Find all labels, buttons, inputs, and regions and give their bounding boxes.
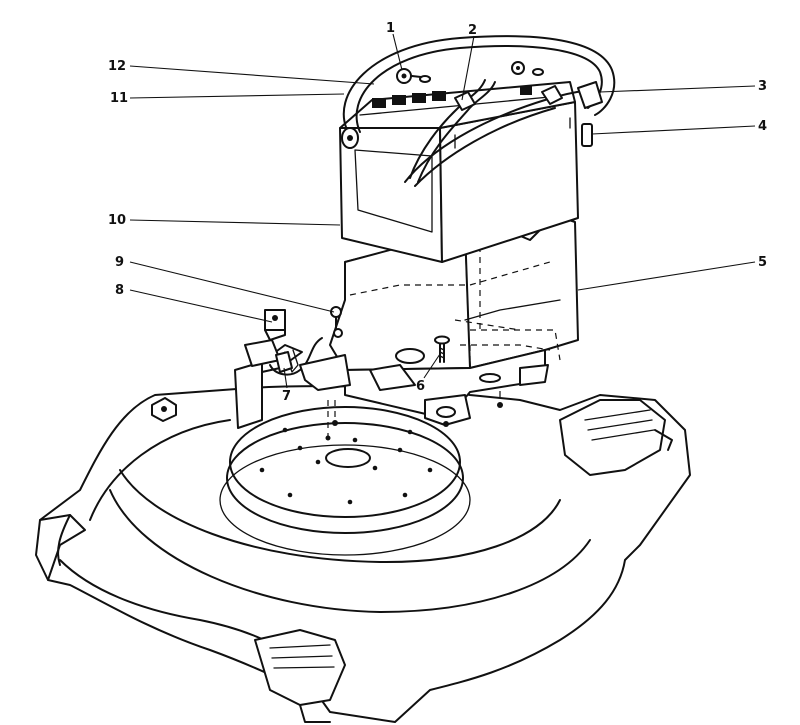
callout-4: 4 — [758, 119, 767, 134]
leader-11 — [129, 93, 345, 99]
mower-deck — [35, 380, 691, 723]
callout-5: 5 — [758, 255, 767, 270]
leader-8 — [129, 289, 273, 323]
leader-9 — [129, 261, 335, 313]
callout-3: 3 — [758, 79, 767, 94]
callout-9: 9 — [115, 255, 124, 270]
battery-strap — [341, 35, 616, 149]
leader-12 — [129, 65, 375, 85]
vent-cap — [581, 123, 593, 147]
switch-assembly — [234, 309, 323, 429]
callout-12: 12 — [108, 59, 126, 74]
leader-7 — [283, 367, 288, 389]
leader-3 — [599, 85, 756, 93]
callout-7: 7 — [282, 389, 291, 404]
callout-1: 1 — [386, 21, 395, 36]
callout-labels: 1 2 3 4 5 6 7 8 9 10 11 12 — [108, 21, 767, 404]
capscrew — [434, 335, 450, 363]
leader-1 — [392, 33, 403, 71]
terminal-boot — [577, 81, 603, 109]
leader-2 — [461, 35, 475, 101]
leader-10 — [129, 219, 341, 226]
callout-10: 10 — [108, 213, 126, 228]
leader-lines — [129, 33, 756, 389]
leader-4 — [591, 125, 756, 135]
callout-2: 2 — [468, 23, 477, 38]
switch-screw — [330, 306, 343, 338]
leader-6 — [423, 353, 441, 379]
terminal-hardware — [396, 61, 544, 84]
callout-11: 11 — [110, 91, 128, 106]
leader-5 — [577, 261, 756, 291]
callout-6: 6 — [416, 379, 425, 394]
callout-8: 8 — [115, 283, 124, 298]
